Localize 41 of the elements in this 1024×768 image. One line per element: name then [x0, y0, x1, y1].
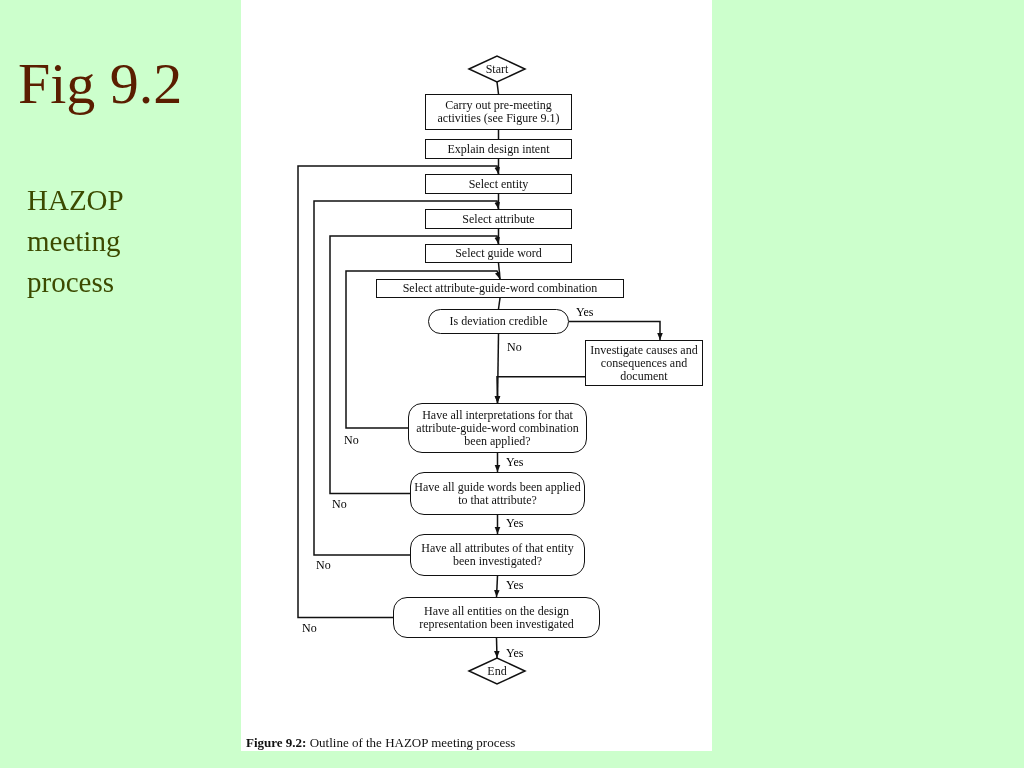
process-box: Select attribute-guide-word combination — [376, 279, 624, 298]
connector-line — [497, 297, 501, 310]
process-box: Select guide word — [425, 244, 572, 263]
edge-label: Yes — [505, 579, 525, 592]
terminal-diamond: Start — [469, 56, 525, 82]
edge-label: Yes — [505, 647, 525, 660]
arrow — [568, 320, 663, 341]
edge-label: No — [506, 341, 523, 354]
edge-label: No — [343, 434, 360, 447]
edge-label: No — [331, 498, 348, 511]
process-box: Carry out pre-meeting activities (see Figure 9.1) — [425, 94, 572, 130]
arrow — [329, 235, 500, 495]
process-box: Select attribute — [425, 209, 572, 229]
figure-caption: Figure 9.2: Outline of the HAZOP meeting process — [246, 735, 516, 750]
process-box: Select entity — [425, 174, 572, 194]
arrow — [494, 333, 501, 404]
process-box: Explain design intent — [425, 139, 572, 159]
arrow — [494, 514, 501, 535]
arrow — [494, 376, 586, 404]
arrow — [345, 270, 501, 429]
edge-label: Yes — [575, 306, 595, 319]
decision-box: Have all guide words been applied to that attribute? — [410, 472, 585, 515]
slide-title: Fig 9.2 — [18, 52, 183, 116]
arrow — [494, 637, 500, 659]
connector-line — [496, 81, 500, 95]
process-box: Investigate causes and consequences and document — [585, 340, 703, 386]
arrow — [313, 200, 500, 556]
connector-line — [497, 262, 501, 280]
arrow — [494, 575, 500, 598]
slide-subtitle: HAZOP meeting process — [27, 183, 124, 300]
decision-box: Have all interpretations for that attribute-guide-word combination been applied? — [408, 403, 587, 453]
edge-label: Yes — [505, 517, 525, 530]
terminal-diamond: End — [469, 658, 525, 684]
edge-label: No — [301, 622, 318, 635]
edge-label: Yes — [505, 456, 525, 469]
decision-box: Have all attributes of that entity been investigated? — [410, 534, 585, 576]
edge-label: No — [315, 559, 332, 572]
decision-box: Have all entities on the design representation been investigated — [393, 597, 600, 638]
connector-line — [497, 129, 500, 140]
arrow — [297, 165, 500, 619]
arrow — [494, 452, 501, 473]
